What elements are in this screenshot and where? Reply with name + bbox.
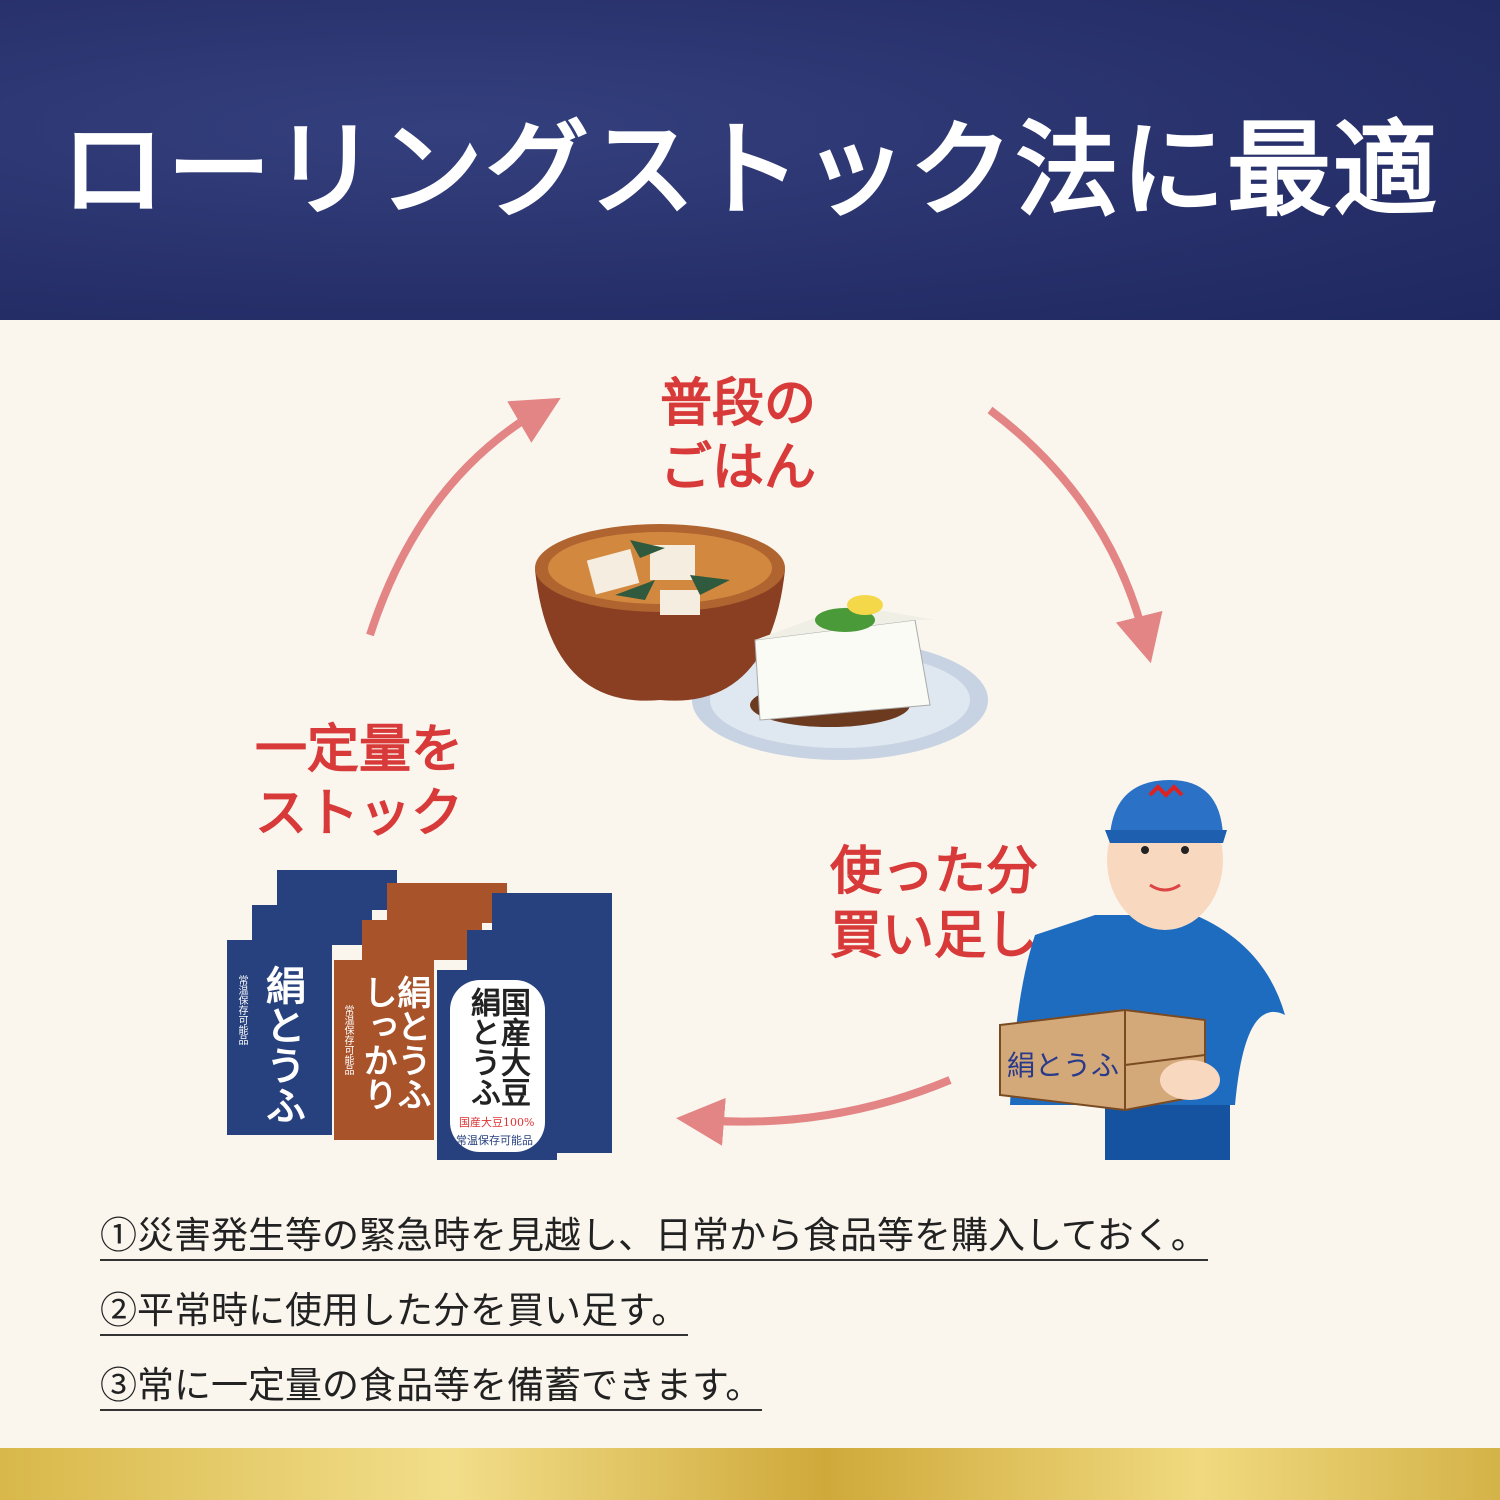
header-banner: ローリングストック法に最適 (0, 0, 1500, 320)
label-stock: 一定量を ストック (255, 718, 463, 846)
gold-footer-strip (0, 1448, 1500, 1500)
page-title: ローリングストック法に最適 (60, 107, 1439, 231)
product-sub: 常温保存可能品 (236, 975, 247, 1045)
label-line: 普段の (660, 373, 817, 434)
miso-soup-and-tofu-illustration (535, 524, 988, 760)
steps-list: ①災害発生等の緊急時を見越し、日常から食品等を購入しておく。 ②平常時に使用した… (100, 1198, 1208, 1423)
product-name: 絹とうふしっかり (357, 975, 431, 1111)
step-item: ①災害発生等の緊急時を見越し、日常から食品等を購入しておく。 (100, 1198, 1208, 1273)
arrow-up-left (366, 397, 561, 637)
label-restock: 使った分 買い足し (830, 840, 1038, 968)
product-name: 絹とうふ (259, 965, 306, 1125)
label-line: 一定量を (255, 719, 464, 780)
step-text: ③常に一定量の食品等を備蓄できます。 (100, 1364, 763, 1411)
step-item: ②平常時に使用した分を買い足す。 (100, 1273, 1208, 1348)
delivery-person-illustration: 絹とうふ (999, 780, 1285, 1160)
step-text: ①災害発生等の緊急時を見越し、日常から食品等を購入しておく。 (100, 1214, 1208, 1261)
step-item: ③常に一定量の食品等を備蓄できます。 (100, 1348, 1208, 1423)
product-name: 国産大豆絹とうふ (465, 987, 530, 1107)
arrow-bottom-left (676, 1076, 952, 1146)
label-line: ごはん (660, 437, 817, 498)
carton-label: 絹とうふ (1007, 1049, 1119, 1082)
label-daily-meal: 普段の ごはん (660, 372, 816, 500)
product-box-kinu (227, 940, 332, 1135)
step-text: ②平常時に使用した分を買い足す。 (100, 1289, 689, 1336)
product-sub: 常温保存可能品 (456, 1134, 533, 1147)
product-badge: 国産大豆100% (459, 1116, 535, 1129)
label-line: 使った分 (830, 841, 1039, 902)
product-sub: 常温保存可能品 (342, 1005, 353, 1075)
product-boxes-graphic (227, 870, 612, 1160)
product-box-shikkari (334, 960, 434, 1140)
arrow-right-down (987, 406, 1163, 664)
label-line: 買い足し (830, 905, 1039, 966)
tofu-product-stack: 絹とうふ 常温保存可能品 絹とうふしっかり 常温保存可能品 国産大豆絹とうふ 国… (222, 865, 622, 1165)
label-line: ストック (255, 783, 464, 844)
